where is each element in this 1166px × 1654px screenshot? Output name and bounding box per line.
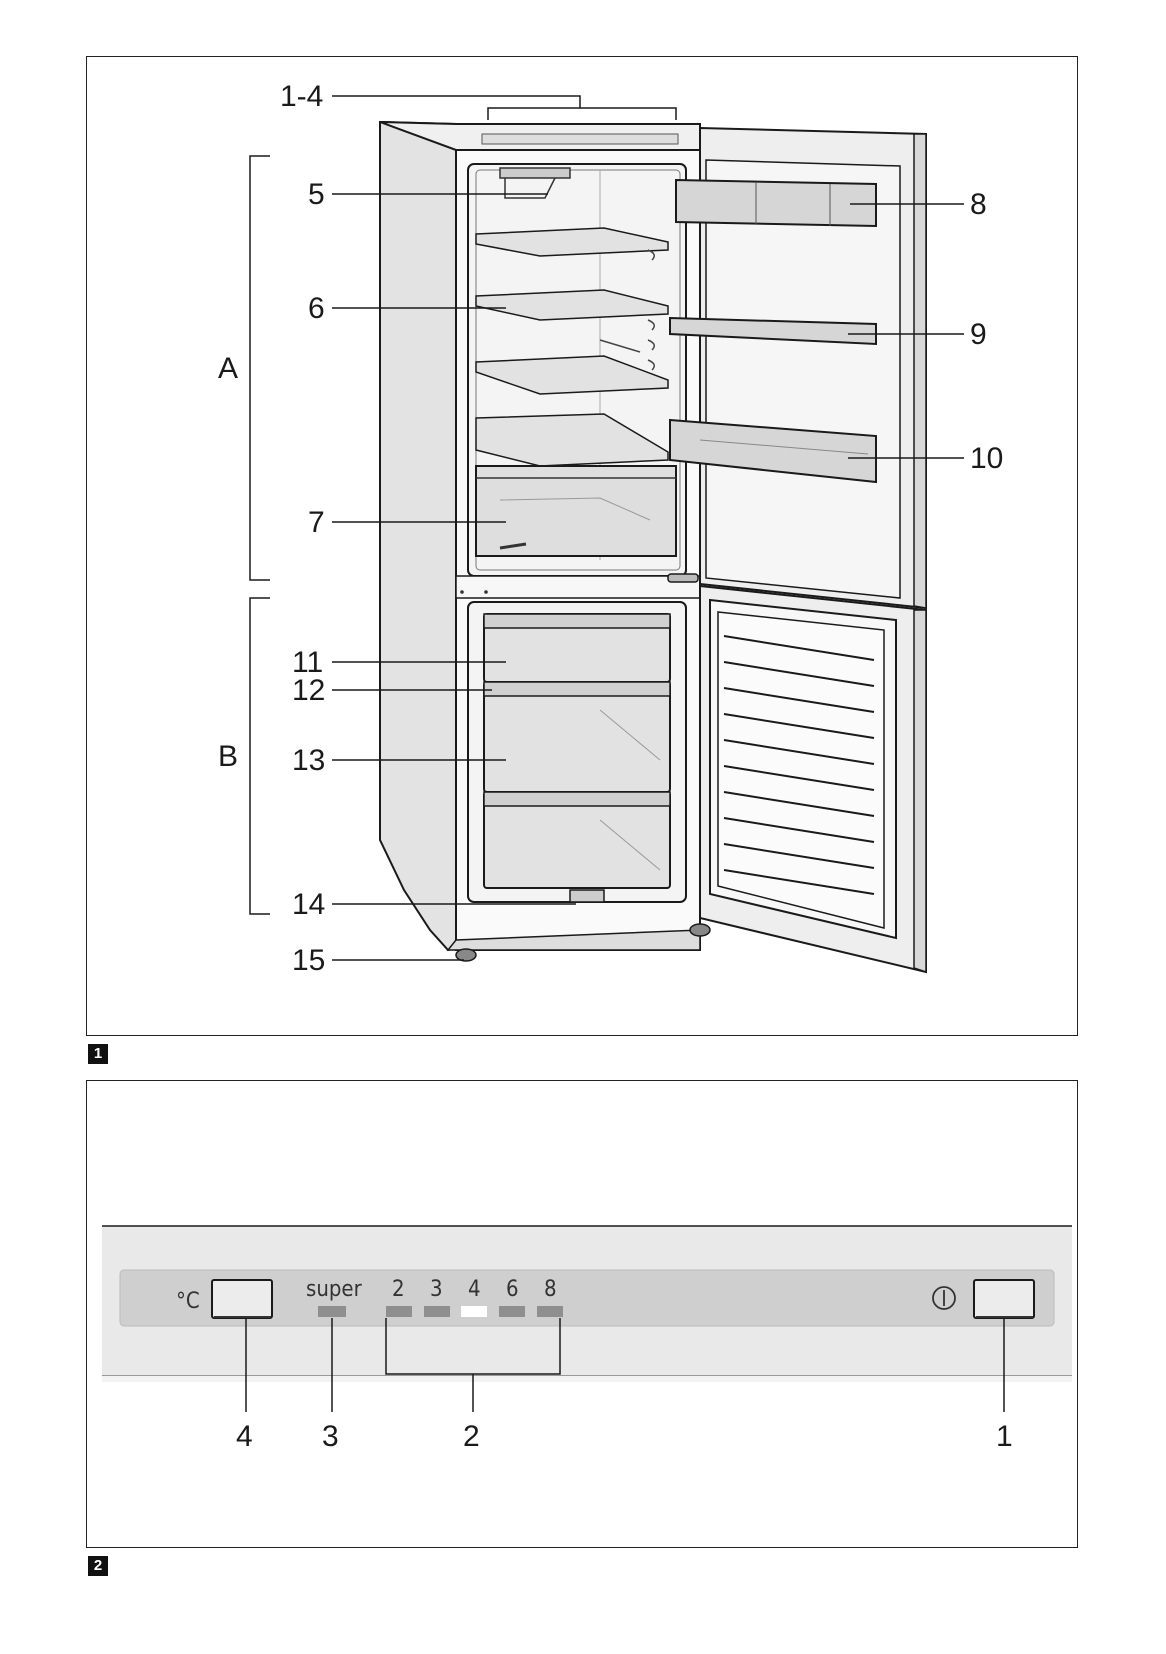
drain-tray (569, 889, 605, 903)
callout-8: 8 (970, 188, 987, 221)
shelf (475, 227, 669, 257)
callout-11: 11 (292, 646, 323, 679)
level-label-4: 4 (468, 1277, 481, 1302)
super-label: super (306, 1277, 363, 1302)
level-label-2: 2 (392, 1277, 405, 1302)
door-shelf (669, 316, 877, 346)
level-indicator-2 (386, 1306, 412, 1317)
level-label-3: 3 (430, 1277, 443, 1302)
level-indicator-8 (537, 1306, 563, 1317)
shelf (475, 289, 669, 321)
callout-14: 14 (292, 888, 325, 921)
bottle-shelf (669, 418, 877, 484)
shelf (475, 413, 669, 467)
freezer-door-ribs (723, 635, 875, 895)
callout-12: 12 (292, 674, 325, 707)
level-label-8: 8 (544, 1277, 557, 1302)
super-indicator (318, 1306, 346, 1317)
control-strip (119, 1269, 1055, 1327)
panel-callout-4: 4 (236, 1420, 253, 1453)
callout-lines (249, 95, 964, 961)
vegetable-container (475, 465, 677, 557)
level-indicator-3 (424, 1306, 450, 1317)
callout-10: 10 (970, 442, 1003, 475)
panel-callout-3: 3 (322, 1420, 339, 1453)
callout-5: 5 (308, 178, 325, 211)
callout-15: 15 (292, 944, 325, 977)
figure-number-2: 2 (88, 1556, 108, 1576)
top-control-strip (481, 133, 679, 145)
adjustable-foot (689, 923, 711, 937)
compartment-divider (455, 575, 701, 599)
power-icon (932, 1286, 956, 1310)
callout-7: 7 (308, 506, 325, 539)
freezer-drawer (483, 681, 671, 793)
figure-number-1: 1 (88, 1044, 108, 1064)
callout-1-4: 1-4 (280, 80, 323, 113)
control-panel-diagram: °C super 2 3 4 6 8 4 (102, 1225, 1072, 1453)
door-bin (675, 178, 877, 228)
shelf (475, 355, 669, 395)
callout-13: 13 (292, 744, 325, 777)
adjustable-foot (455, 948, 477, 962)
callout-6: 6 (308, 292, 325, 325)
cabinet-side (379, 120, 457, 952)
temp-unit-label: °C (176, 1289, 200, 1314)
interior-light (499, 167, 571, 179)
figure-2-frame (86, 1080, 1078, 1548)
level-label-6: 6 (506, 1277, 519, 1302)
zone-label-a: A (218, 352, 238, 385)
panel-callout-2: 2 (463, 1420, 480, 1453)
zone-label-b: B (218, 740, 238, 773)
level-indicator-6 (499, 1306, 525, 1317)
level-indicator-4 (461, 1306, 487, 1317)
callout-9: 9 (970, 318, 987, 351)
panel-callout-1: 1 (996, 1420, 1013, 1453)
